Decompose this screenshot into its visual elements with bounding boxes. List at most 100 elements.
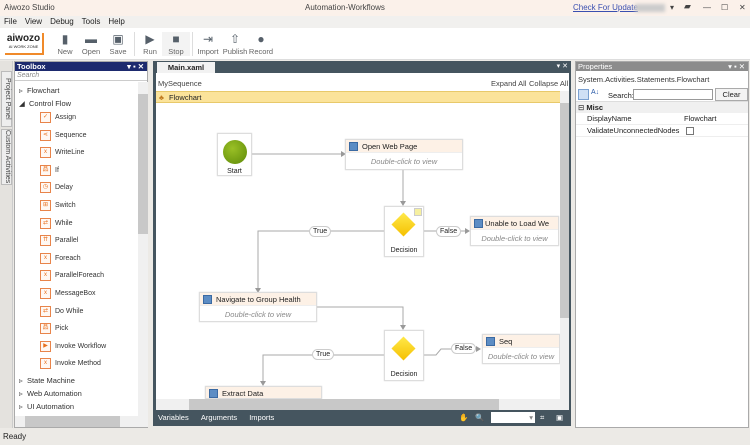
maximize-button[interactable]: ☐	[721, 3, 729, 12]
category-label: State Machine	[26, 376, 75, 385]
validate-checkbox[interactable]	[686, 127, 694, 135]
toolbox-item-sequence[interactable]: ⋖Sequence	[40, 129, 87, 141]
toolbox-search-input[interactable]: Search	[15, 71, 147, 81]
tab-main-xaml[interactable]: Main.xaml	[157, 62, 215, 73]
flowchart-header[interactable]: ♣Flowchart	[156, 91, 560, 103]
toolbar: aiwozo AI WORK ZONE ▮New ▬Open ▣Save ▶Ru…	[0, 28, 750, 60]
toolbox-item-switch[interactable]: ⊞Switch	[40, 200, 76, 211]
category-state-machine[interactable]: ▹ State Machine	[19, 376, 75, 385]
canvas-horizontal-scrollbar[interactable]	[156, 399, 569, 410]
breadcrumb[interactable]: MySequence	[158, 79, 202, 88]
categorized-icon[interactable]	[578, 89, 589, 100]
category-flowchart[interactable]: ▹ Flowchart	[19, 86, 60, 95]
activity-title: Unable to Load We	[485, 219, 550, 228]
zoom-icon[interactable]: 🔍	[475, 413, 485, 422]
collapse-all-button[interactable]: Collapse All	[529, 79, 569, 88]
category-control-flow[interactable]: ◢ Control Flow	[19, 99, 72, 108]
overview-icon[interactable]: ▣	[556, 413, 564, 422]
sequence-icon	[349, 142, 358, 151]
user-name-blurred[interactable]	[635, 4, 665, 12]
activity-icon: x	[40, 252, 51, 264]
toolbox-item-label: MessageBox	[55, 290, 96, 297]
fit-to-screen-icon[interactable]: ⌗	[540, 413, 545, 422]
new-button[interactable]: ▮New	[51, 32, 79, 56]
activity-title: Extract Data	[222, 389, 264, 398]
clear-button[interactable]: Clear	[715, 88, 748, 101]
check-update-link[interactable]: Check For Update	[573, 3, 638, 12]
menu-help[interactable]: Help	[108, 17, 125, 26]
feedback-icon[interactable]: ▰	[684, 1, 691, 11]
run-button[interactable]: ▶Run	[136, 32, 164, 56]
record-label: Record	[248, 47, 274, 56]
decision-node-2[interactable]: Decision	[384, 330, 424, 381]
activity-title: Seq	[499, 337, 513, 346]
toolbox-item-invoke-workflow[interactable]: ▶Invoke Workflow	[40, 340, 106, 352]
import-button[interactable]: ⇥Import	[194, 32, 222, 56]
properties-title: Properties	[578, 62, 613, 71]
toolbox-item-label: Foreach	[55, 254, 81, 262]
sort-alpha-icon[interactable]: A↓	[591, 89, 600, 96]
project-panel-tab[interactable]: Project Panel	[1, 71, 12, 127]
pan-icon[interactable]: ✋	[459, 413, 469, 422]
properties-header: Properties ▾ ▪ ✕	[576, 62, 748, 71]
imports-tab[interactable]: Imports	[249, 413, 275, 422]
start-circle-icon	[222, 140, 247, 164]
document-title: Automation-Workflows	[305, 3, 385, 12]
publish-button[interactable]: ⇧Publish	[221, 32, 249, 56]
minimize-button[interactable]: —	[703, 3, 711, 12]
activity-hint: Double-click to view	[224, 310, 292, 319]
expand-all-button[interactable]: Expand All	[491, 79, 527, 88]
panel-controls-icon[interactable]: ▾ ▪ ✕	[728, 62, 745, 71]
toolbox-vertical-scrollbar[interactable]	[138, 82, 148, 416]
activity-hint: Double-click to view	[487, 352, 555, 361]
publish-label: Publish	[222, 47, 248, 56]
menu-debug[interactable]: Debug	[50, 17, 74, 26]
activity-extract-data[interactable]: Extract Data	[205, 386, 322, 399]
canvas-vertical-scrollbar[interactable]	[560, 91, 569, 399]
properties-search-input[interactable]	[633, 89, 713, 100]
menu-tools[interactable]: Tools	[81, 17, 101, 26]
toolbox-item-while[interactable]: ⇄While	[40, 217, 73, 229]
logo: aiwozo AI WORK ZONE	[5, 33, 44, 55]
activity-icon: ⇈	[40, 235, 51, 247]
category-web-automation[interactable]: ▹ Web Automation	[19, 389, 82, 398]
open-button[interactable]: ▬Open	[77, 32, 105, 56]
stop-button[interactable]: ■Stop	[162, 32, 190, 56]
close-button[interactable]: ✕	[739, 3, 746, 12]
save-button[interactable]: ▣Save	[104, 32, 132, 56]
sequence-icon	[486, 337, 495, 346]
start-node[interactable]: Start	[217, 133, 252, 176]
import-icon: ⇥	[202, 32, 214, 46]
toolbox-horizontal-scrollbar[interactable]	[15, 416, 148, 427]
category-ui-automation[interactable]: ▹ UI Automation	[19, 402, 75, 411]
panel-controls-icon[interactable]: ▾ ▪ ✕	[127, 62, 144, 71]
custom-activities-tab[interactable]: Custom Activities	[1, 129, 12, 185]
zoom-level-select[interactable]: ▾	[491, 412, 535, 423]
designer-panel-controls[interactable]: ▾ ✕	[556, 63, 568, 70]
menu-view[interactable]: View	[24, 17, 43, 26]
toolbox-item-assign[interactable]: ✓Assign	[40, 112, 76, 123]
misc-group[interactable]: ⊟ Misc	[576, 102, 748, 113]
decision-node-1[interactable]: Decision	[384, 206, 424, 257]
record-button[interactable]: ●Record	[247, 32, 275, 56]
annotation-note-icon[interactable]	[414, 208, 422, 216]
toolbox-item-do-while[interactable]: ⇄Do While	[40, 305, 83, 317]
property-value[interactable]: Flowchart	[684, 114, 717, 123]
user-dropdown-icon[interactable]: ▾	[670, 3, 675, 12]
toolbox-item-foreach[interactable]: x Foreach	[40, 252, 81, 264]
arguments-tab[interactable]: Arguments	[200, 413, 238, 422]
menu-file[interactable]: File	[4, 17, 17, 26]
variables-tab[interactable]: Variables	[158, 413, 189, 422]
toolbox-item-parallel[interactable]: ⇈Parallel	[40, 235, 78, 247]
toolbox-item-delay[interactable]: ◷Delay	[40, 182, 73, 194]
